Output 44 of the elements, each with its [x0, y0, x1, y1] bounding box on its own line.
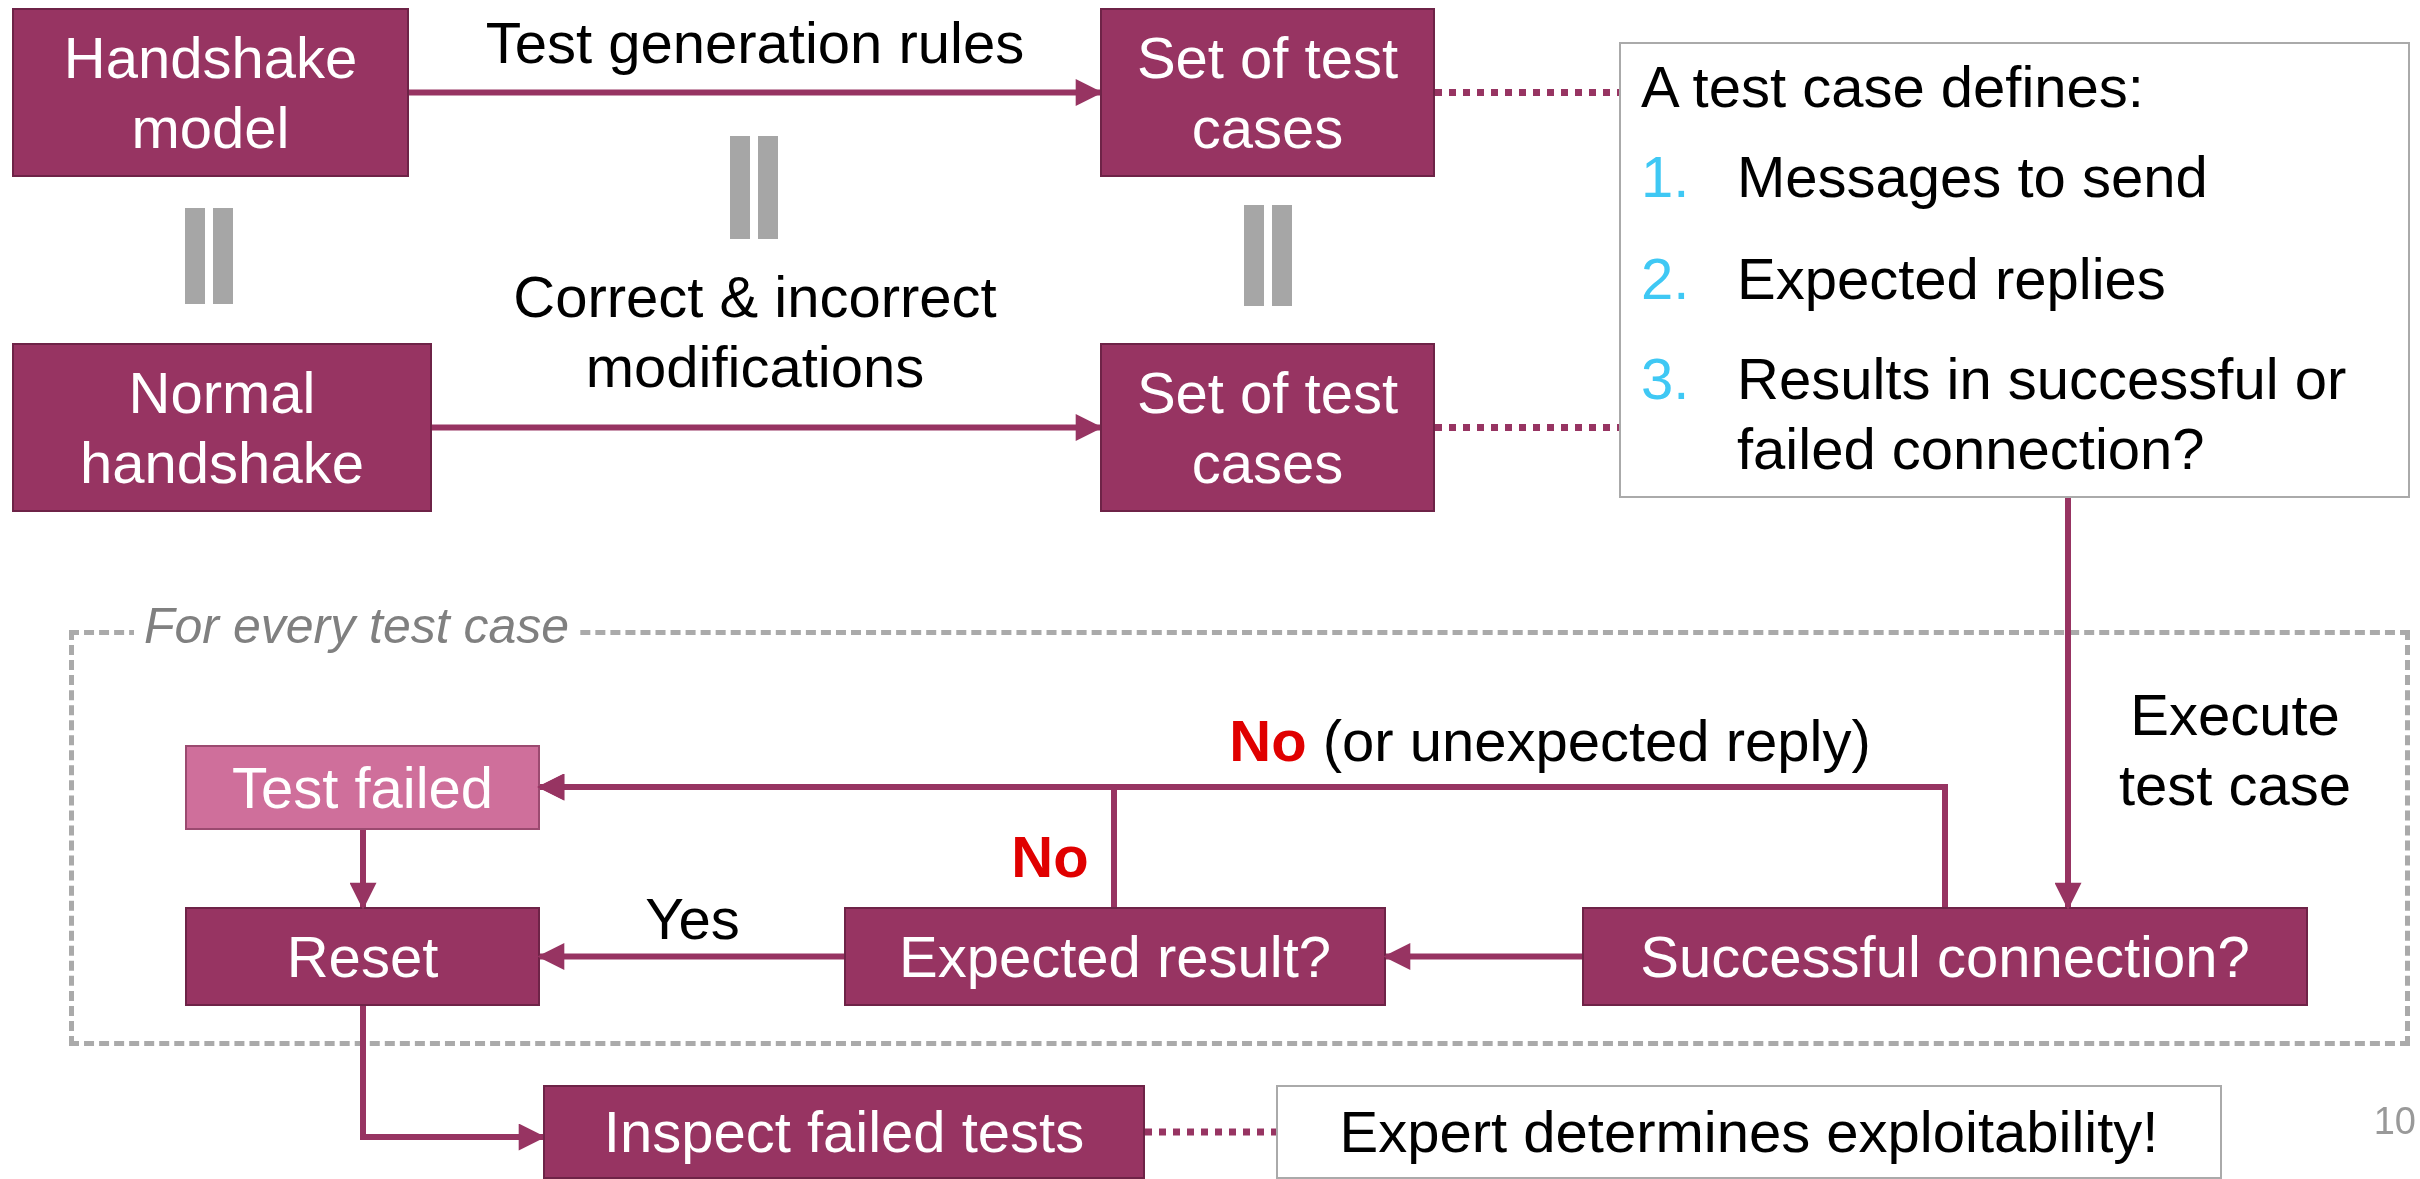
- failure-box: [185, 745, 540, 830]
- edge-label: Yes: [644, 885, 741, 953]
- process-box: [844, 907, 1386, 1006]
- process-box: [1100, 343, 1435, 512]
- arrow: [537, 773, 1117, 907]
- dotted-connector: [1435, 89, 1619, 96]
- arrow: [349, 830, 377, 910]
- process-box: [185, 907, 540, 1006]
- arrow: [537, 943, 844, 970]
- arrow: [409, 79, 1103, 106]
- list-item: Messages to send: [1737, 143, 2208, 211]
- list-number: 3.: [1641, 345, 1690, 413]
- list-item: Expected replies: [1737, 245, 2166, 313]
- note-box: [1276, 1085, 2222, 1179]
- note-box: [1619, 42, 2410, 498]
- dotted-connector: [1435, 424, 1619, 431]
- box-label: Expert determines exploitability!: [1339, 1098, 2159, 1167]
- dotted-connector: [1145, 1128, 1276, 1136]
- box-label: Test failed: [231, 753, 494, 822]
- list-number: 2.: [1641, 245, 1690, 313]
- list-number: 1.: [1641, 143, 1690, 211]
- arrow: [360, 1006, 546, 1151]
- list-item: Results in successful or failed connection?: [1737, 345, 2348, 483]
- arrow: [2054, 498, 2082, 910]
- process-box: [12, 8, 409, 177]
- note-heading: A test case defines:: [1641, 53, 2144, 121]
- box-label: Set of test cases: [1135, 23, 1400, 162]
- process-box: [12, 343, 432, 512]
- box-label: Inspect failed tests: [603, 1098, 1085, 1167]
- edge-label: Execute test case: [2117, 681, 2353, 819]
- arrow: [432, 414, 1103, 441]
- process-box: [543, 1085, 1145, 1179]
- arrow: [1383, 943, 1582, 970]
- box-label: Normal handshake: [79, 358, 365, 497]
- box-label: Handshake model: [62, 23, 359, 162]
- box-label: Set of test cases: [1135, 358, 1400, 497]
- box-label: Successful connection?: [1640, 922, 2250, 991]
- process-box: [1582, 907, 2308, 1006]
- box-label: Reset: [286, 922, 439, 991]
- box-label: Expected result?: [899, 922, 1331, 991]
- edge-label: No: [1010, 823, 1090, 891]
- edge-label: No (or unexpected reply): [1228, 707, 1872, 775]
- page-number: 10: [2373, 1100, 2416, 1143]
- process-box: [1100, 8, 1435, 177]
